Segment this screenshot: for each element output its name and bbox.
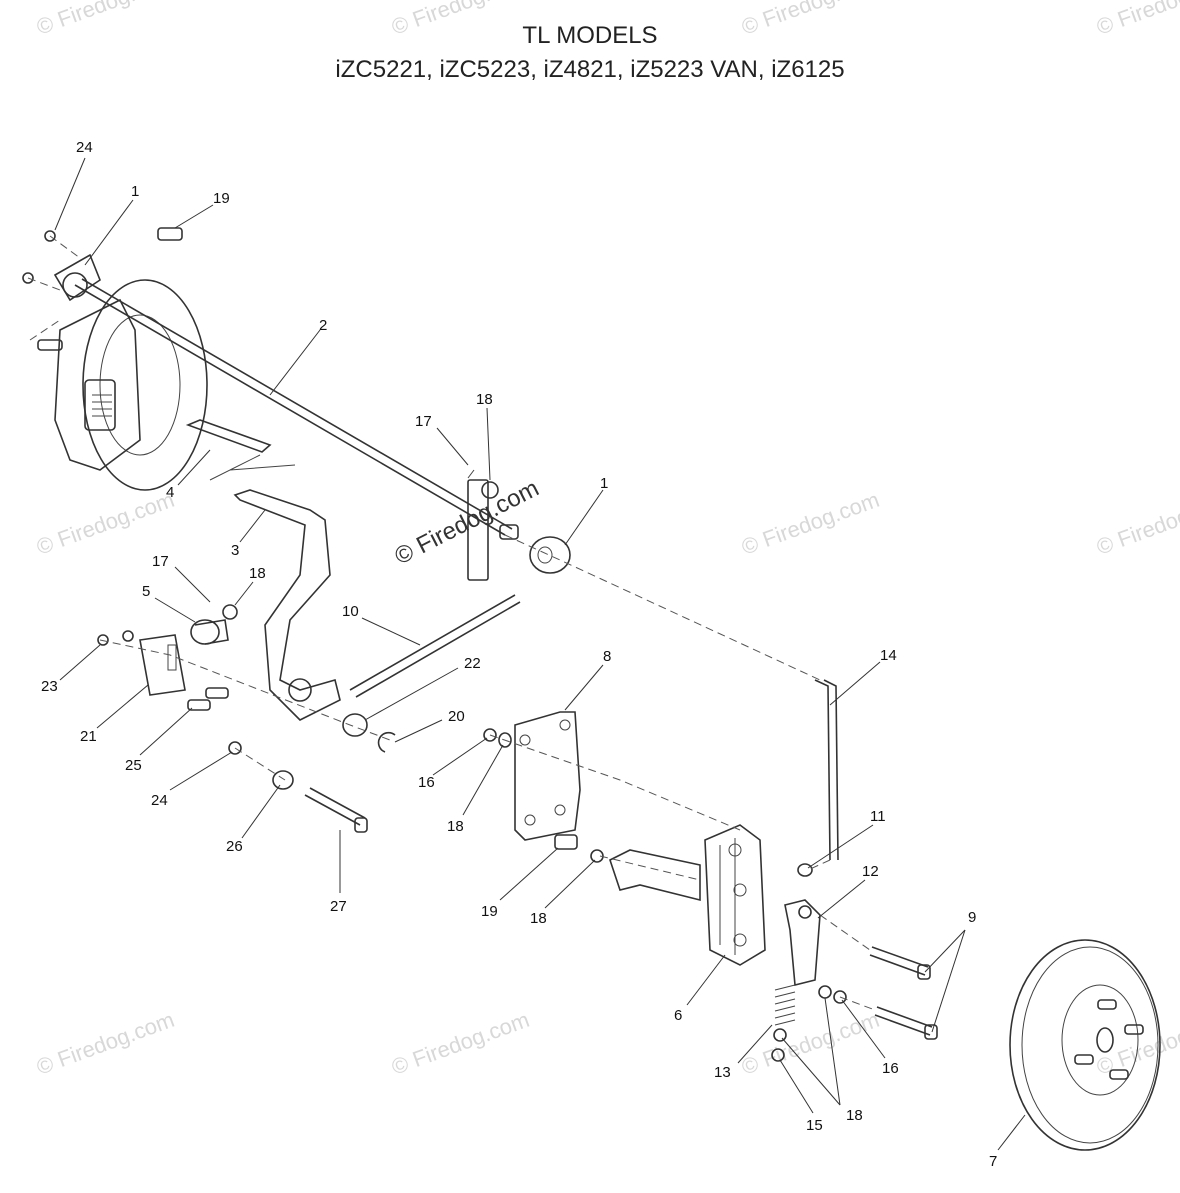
watermark-faint: © Firedog.com <box>738 487 882 560</box>
watermark-faint: © Firedog.com <box>33 487 177 560</box>
callout-7: 7 <box>989 1153 997 1170</box>
brake-pedal <box>185 419 341 721</box>
callout-19: 19 <box>213 190 230 207</box>
brake-rotor-7 <box>1009 939 1161 1151</box>
watermark-main: © Firedog.com <box>390 475 543 571</box>
assembly-lines <box>27 235 876 1011</box>
callout-27: 27 <box>330 898 347 915</box>
callout-2: 2 <box>319 317 327 334</box>
callout-24: 24 <box>76 139 93 156</box>
callout-18b: 18 <box>249 565 266 582</box>
callout-16b: 16 <box>882 1060 899 1077</box>
callout-19b: 19 <box>481 903 498 920</box>
callout-10: 10 <box>342 603 359 620</box>
rod-10 <box>349 594 521 698</box>
callout-17b: 17 <box>152 553 169 570</box>
lower-bolt-set <box>228 741 368 833</box>
watermark-faint: © Firedog.com <box>738 1007 882 1080</box>
callout-labels: 24 1 19 2 17 18 4 1 3 17 18 5 10 22 8 14… <box>41 139 997 1170</box>
callout-21: 21 <box>80 728 97 745</box>
callout-23: 23 <box>41 678 58 695</box>
cross-shaft <box>74 278 513 536</box>
watermark-faint: © Firedog.com <box>1093 487 1180 560</box>
callout-20: 20 <box>448 708 465 725</box>
callout-6: 6 <box>674 1007 682 1024</box>
callout-12: 12 <box>862 863 879 880</box>
callout-24b: 24 <box>151 792 168 809</box>
callout-26: 26 <box>226 838 243 855</box>
watermark-faint: © Firedog.com <box>388 0 532 40</box>
callout-16: 16 <box>418 774 435 791</box>
callout-1: 1 <box>131 183 139 200</box>
callout-1b: 1 <box>600 475 608 492</box>
watermark-group: © Firedog.com © Firedog.com © Firedog.co… <box>33 0 1180 1080</box>
washer-22 <box>342 713 368 737</box>
callout-13: 13 <box>714 1064 731 1081</box>
callout-15: 15 <box>806 1117 823 1134</box>
mounting-plate-8 <box>514 711 581 841</box>
callout-18c: 18 <box>447 818 464 835</box>
watermark-faint: © Firedog.com <box>33 1007 177 1080</box>
callout-11: 11 <box>870 808 886 825</box>
diagram-title: TL MODELS <box>522 22 658 49</box>
model-list: iZC5221, iZC5223, iZ4821, iZ5223 VAN, iZ… <box>335 56 845 83</box>
watermark-faint: © Firedog.com <box>1093 1007 1180 1080</box>
callout-17: 17 <box>415 413 432 430</box>
callout-14: 14 <box>880 647 897 664</box>
bracket-and-bushing <box>97 604 238 711</box>
callout-8: 8 <box>603 648 611 665</box>
callout-9: 9 <box>968 909 976 926</box>
callout-5: 5 <box>142 583 150 600</box>
callout-25: 25 <box>125 757 142 774</box>
callout-4: 4 <box>166 484 174 501</box>
callout-18e: 18 <box>846 1107 863 1124</box>
callout-3: 3 <box>231 542 239 559</box>
watermark-faint: © Firedog.com <box>388 1007 532 1080</box>
clip-20 <box>377 731 396 753</box>
rod-14 <box>814 679 839 861</box>
upper-pivot-hardware <box>467 469 571 581</box>
callout-18: 18 <box>476 391 493 408</box>
callout-22: 22 <box>464 655 481 672</box>
brake-caliper-assembly <box>22 227 208 491</box>
callout-18d: 18 <box>530 910 547 927</box>
watermark-faint: © Firedog.com <box>1093 0 1180 40</box>
caliper-bracket-assembly <box>554 824 938 1062</box>
watermark-faint: © Firedog.com <box>33 0 177 40</box>
watermark-faint: © Firedog.com <box>738 0 882 40</box>
callout-leaders <box>54 157 1026 1151</box>
